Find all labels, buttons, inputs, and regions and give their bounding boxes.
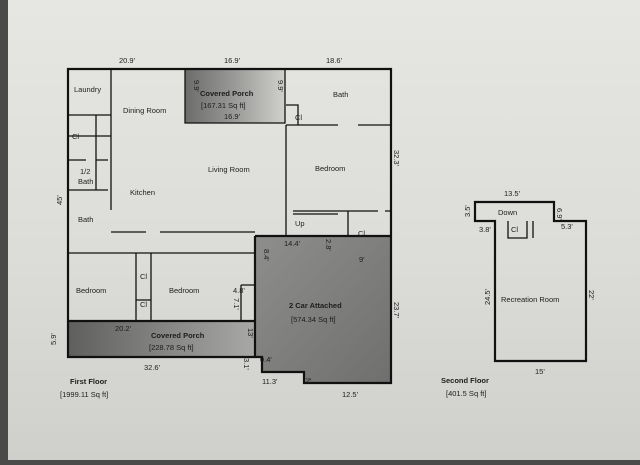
room-laundry: Laundry [74,85,101,94]
dim-sf-5-3: 5.3' [561,222,573,231]
second-floor-title: Second Floor [441,376,489,385]
dim-top-1: 20.9' [119,56,136,65]
room-bedroom-mid: Bedroom [169,286,199,295]
dim-bottom-32-6: 32.6' [144,363,161,372]
dim-garage-right: 23.7' [392,302,401,319]
room-kitchen: Kitchen [130,188,155,197]
porch-bottom-area-text: [228.78 Sq ft] [149,343,194,352]
dim-top-3: 18.6' [326,56,343,65]
dim-7-1: 7.1' [232,298,241,310]
stairs-down: Down [498,208,517,217]
dim-sf-3-8: 3.8' [479,225,491,234]
half-bath-line2: Bath [78,177,93,186]
porch-bottom-name: Covered Porch [151,331,205,340]
closet-bath: Cl [295,113,302,122]
covered-porch-bottom-area [68,321,255,356]
room-recreation: Recreation Room [501,295,559,304]
room-bath-left: Bath [78,215,93,224]
porch-top-name: Covered Porch [200,89,254,98]
dim-left: 45' [55,195,64,205]
garage-area-text: [574.34 Sq ft] [291,315,336,324]
dim-sf-top: 13.5' [504,189,521,198]
dim-garage-small: 2.8' [324,239,333,251]
garage-name: 2 Car Attached [289,301,342,310]
porch-top-area-text: [167.31 Sq ft] [201,101,246,110]
dim-garage-9: 9' [359,255,365,264]
closet-left: Cl [72,132,79,141]
dim-bottom-12-5: 12.5' [342,390,359,399]
interior-walls [68,69,391,321]
garage-area [255,236,391,383]
closet-hall-1: Cl [140,272,147,281]
porch-top-walls [184,69,286,124]
dim-sf-left-big: 24.5' [483,288,492,305]
dim-3-1: 3.1' [242,358,251,370]
garage-walls [253,234,391,357]
dim-garage-8: 8.4' [262,249,271,261]
dim-13: 13' [246,328,255,338]
dim-sf-bottom: 15' [535,367,545,376]
covered-porch-top-area [185,69,285,123]
closet-right: Cl [358,229,365,238]
dim-sf-6-9: 6.9' [555,208,564,220]
second-floor-interior [507,221,534,239]
dim-bottom-11-3: 11.3' [262,377,278,386]
dim-sf-left-small: 3.5' [463,205,472,217]
north-arrow-icon: N [304,378,313,383]
room-bedroom-left: Bedroom [76,286,106,295]
stairs-up: Up [295,219,305,228]
floor-plan: Laundry Dining Room Bath Cl 1/2 Bath Kit… [49,56,596,399]
floor-plan-paper: Laundry Dining Room Bath Cl 1/2 Bath Kit… [8,0,640,460]
dim-right: 32.3' [392,150,401,167]
second-floor-total: [401.5 Sq ft] [446,389,486,398]
second-floor-outline [473,200,588,363]
dim-porch-left: 9.9' [192,80,201,92]
first-floor-outline [66,67,393,385]
dim-0-4: 0.4' [260,355,272,364]
first-floor-total: [1999.11 Sq ft] [60,390,108,399]
half-bath-line1: 1/2 [80,167,90,176]
dim-porch-right: 9.9' [276,80,285,92]
room-bedroom-right: Bedroom [315,164,345,173]
dim-4-8: 4.8' [233,286,245,295]
dim-sf-right-big: 22' [587,290,596,300]
room-bath-top: Bath [333,90,348,99]
porch-top-dim: 16.9' [224,112,241,121]
stair-lines [293,210,338,215]
room-dining: Dining Room [123,106,166,115]
dim-top-2: 16.9' [224,56,241,65]
dim-porch-width: 20.2' [115,324,132,333]
room-living: Living Room [208,165,250,174]
dim-left-5-9: 5.9' [49,333,58,345]
dim-garage-top: 14.4' [284,239,301,248]
second-floor-closet: Cl [511,225,518,234]
first-floor-title: First Floor [70,377,107,386]
closet-hall-2: Cl [140,300,147,309]
